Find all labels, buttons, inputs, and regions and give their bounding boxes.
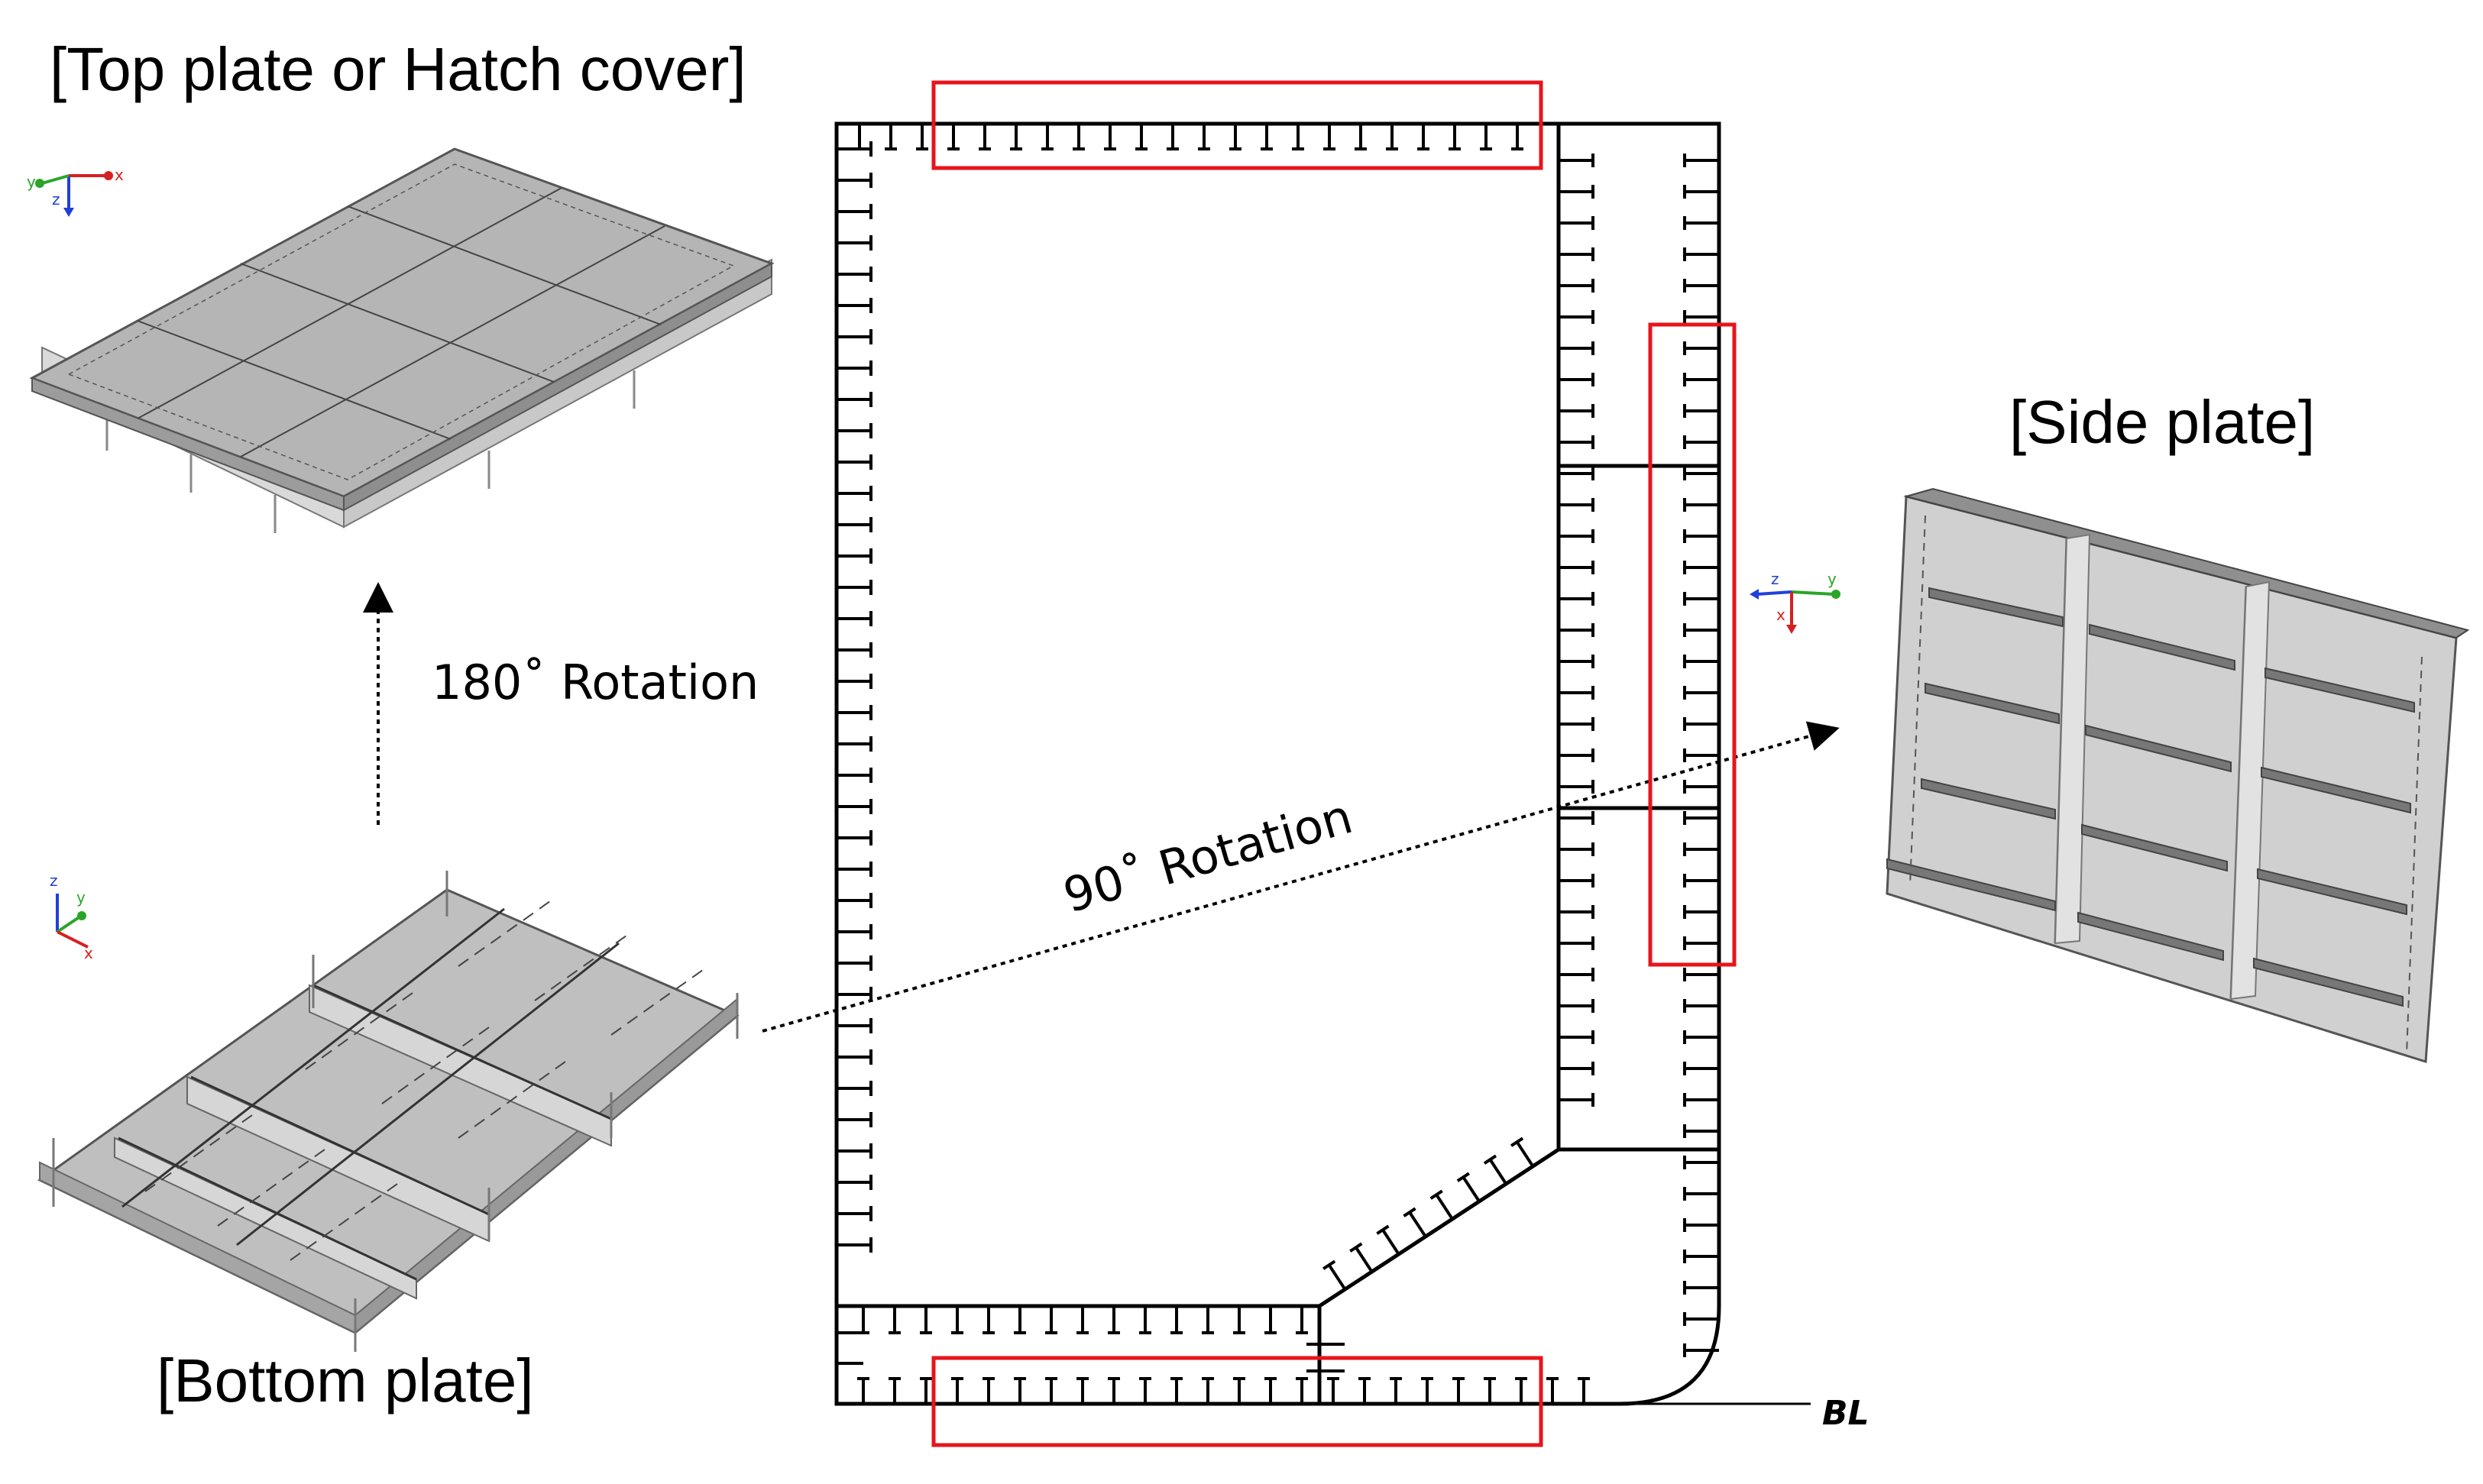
stiffener-tick (1456, 1172, 1470, 1182)
svg-text:x: x (115, 166, 124, 184)
rotation-90-label: 90˚ Rotation (1057, 788, 1358, 923)
top-plate-label: [Top plate or Hatch cover] (50, 35, 746, 103)
side-plate-model (1886, 487, 2470, 1063)
svg-text:x: x (1776, 606, 1785, 624)
stiffener-tick (1403, 1207, 1416, 1217)
svg-text:y: y (1827, 570, 1837, 588)
stiffener-tick (1355, 1246, 1374, 1273)
svg-text:y: y (76, 888, 86, 907)
stiffener-tick (1349, 1242, 1363, 1253)
rotation-90-arrow (762, 721, 1840, 1033)
stiffener-tick (1515, 1141, 1535, 1168)
baseline-label: BL (1822, 1394, 1870, 1433)
stiffener-tick (1381, 1229, 1400, 1256)
stiffener-tick (1408, 1211, 1427, 1238)
svg-text:x: x (84, 944, 93, 962)
side-plate-label: [Side plate] (2009, 388, 2315, 456)
svg-text:z: z (52, 190, 60, 209)
rotation-180-label: 180˚ Rotation (432, 655, 759, 710)
svg-text:y: y (27, 173, 36, 191)
stiffener-tick (1488, 1159, 1507, 1185)
deck-highlight-box (931, 80, 1543, 170)
svg-text:z: z (50, 871, 58, 890)
hold-boundary (837, 124, 1561, 1308)
side-highlight-box (1648, 322, 1737, 967)
axis-triad-top: x z y (27, 166, 124, 217)
stiffener-tick (1510, 1136, 1524, 1147)
bottom-plate-model (37, 871, 740, 1352)
axis-triad-bottom: z y x (50, 871, 93, 962)
bottom-highlight-box (931, 1356, 1543, 1447)
svg-text:z: z (1771, 570, 1779, 588)
stiffener-tick (1435, 1194, 1454, 1221)
stiffener-ticks (837, 124, 1719, 1404)
stiffener-tick (1322, 1259, 1336, 1270)
axis-triad-side: z y x (1750, 570, 1840, 634)
stiffener-tick (1429, 1189, 1443, 1200)
highlight-boxes (931, 80, 1737, 1447)
stiffener-tick (1376, 1224, 1390, 1235)
midship-section (834, 121, 1811, 1406)
stiffener-tick (1327, 1264, 1347, 1291)
top-plate-model (29, 147, 775, 533)
stiffener-tick (1462, 1176, 1481, 1203)
stiffener-tick (1483, 1154, 1497, 1165)
bottom-plate-label: [Bottom plate] (157, 1347, 534, 1414)
